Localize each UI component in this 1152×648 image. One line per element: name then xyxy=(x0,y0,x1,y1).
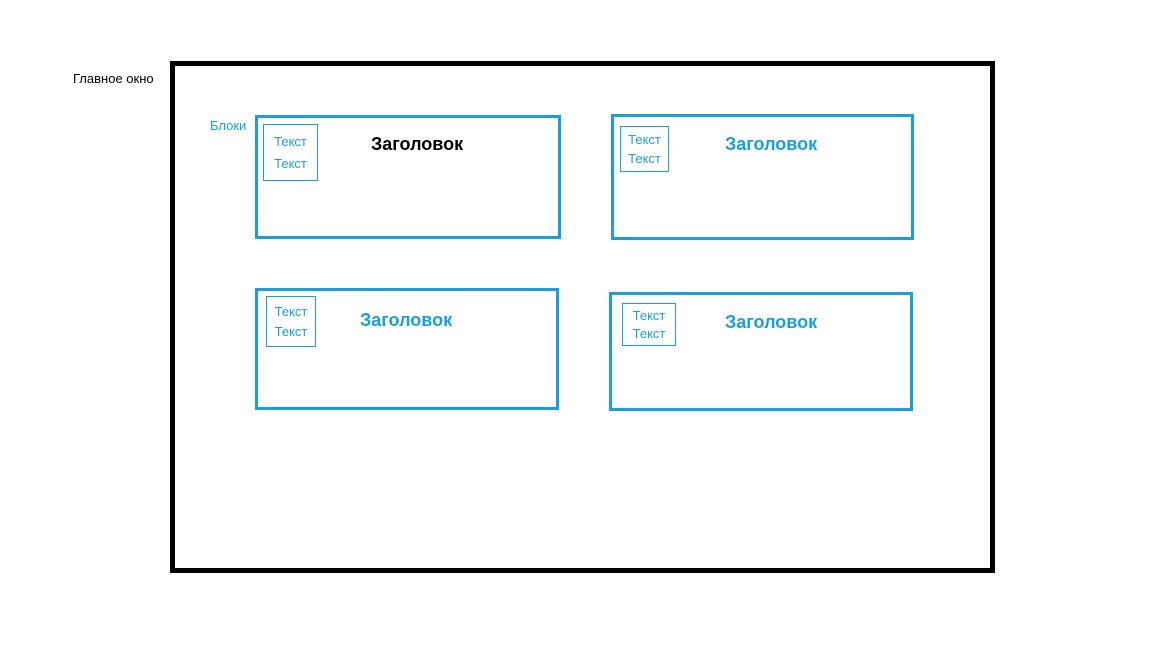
block-title: Заголовок xyxy=(725,312,818,332)
main-window-label: Главное окно xyxy=(73,71,154,86)
text-line: Текст xyxy=(632,308,666,323)
block-title: Заголовок xyxy=(360,310,453,330)
block-top-right: Текст Текст Заголовок xyxy=(611,114,914,240)
text-box: Текст Текст xyxy=(622,303,676,346)
text-line: Текст xyxy=(632,326,666,341)
block-title: Заголовок xyxy=(371,134,464,154)
text-line: Текст xyxy=(628,151,661,166)
block-bottom-right: Текст Текст Заголовок xyxy=(609,292,913,411)
block-bottom-left: Текст Текст Заголовок xyxy=(255,288,559,410)
text-line: Текст xyxy=(274,133,307,149)
text-box: Текст Текст xyxy=(263,124,318,181)
blocks-label: Блоки xyxy=(210,118,247,133)
text-line: Текст xyxy=(628,132,661,147)
text-box: Текст Текст xyxy=(266,296,316,347)
text-box: Текст Текст xyxy=(620,126,669,172)
text-line: Текст xyxy=(274,303,308,319)
block-title: Заголовок xyxy=(725,134,818,154)
text-line: Текст xyxy=(274,324,308,340)
block-top-left: Текст Текст Заголовок xyxy=(255,115,561,239)
text-line: Текст xyxy=(274,156,307,172)
